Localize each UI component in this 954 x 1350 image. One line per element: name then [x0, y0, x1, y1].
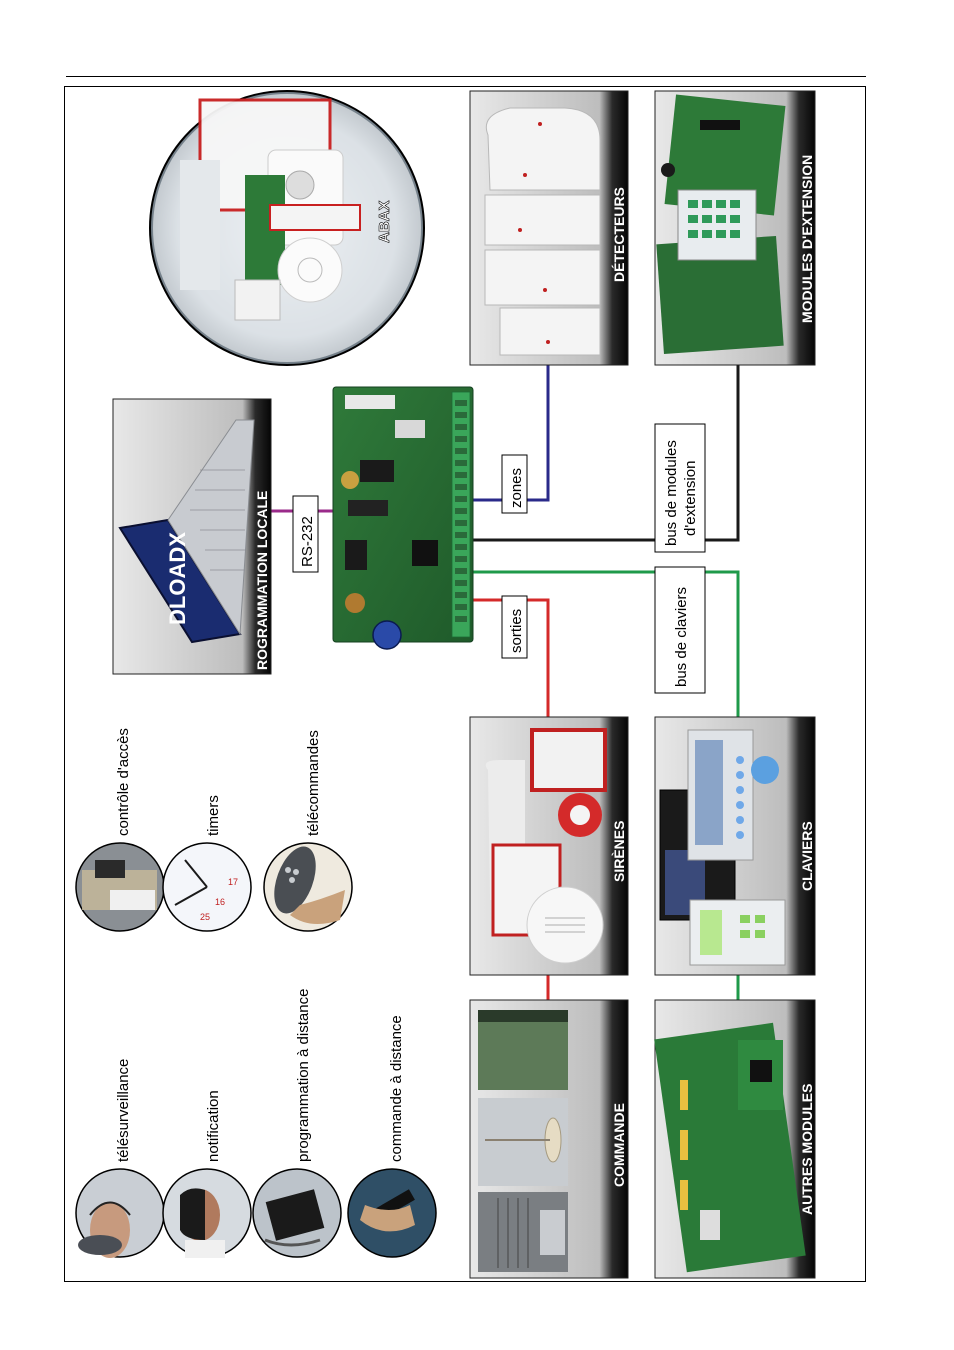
laptop-screen-text: DLOADX [165, 532, 190, 625]
detectors-panel [469, 90, 629, 366]
header-rule [66, 76, 866, 77]
label-rs232: RS-232 [292, 495, 319, 573]
feature-label-telecommandes: télécommandes [305, 730, 322, 836]
panel-label-sirenes: SIRÈNES [611, 821, 627, 882]
label-sorties: sorties [501, 595, 528, 659]
label-bus-claviers: bus de claviers [654, 566, 706, 694]
other-modules-panel [654, 999, 816, 1279]
label-bus-modules-line2: d'extension [682, 461, 699, 536]
label-bus-modules: bus de modules d'extension [654, 423, 706, 553]
feature-circle-notification [162, 1168, 252, 1258]
keypad-bus-line [472, 570, 740, 718]
svg-text:16: 16 [215, 897, 225, 907]
abax-label: ABAX [376, 200, 393, 243]
feature-label-notification: notification [205, 1090, 222, 1162]
sirens-panel [469, 716, 629, 976]
zones-line [472, 365, 550, 502]
feature-label-controle-acces: contrôle d'accès [115, 728, 132, 836]
feature-circle-telesurveillance [75, 1168, 165, 1258]
panel-label-commande: COMMANDE [611, 1103, 627, 1187]
panel-label-autres-modules: AUTRES MODULES [799, 1084, 815, 1215]
local-programming-panel: DLOADX [112, 398, 272, 675]
diagram-frame [64, 86, 866, 1282]
svg-text:17: 17 [228, 877, 238, 887]
label-zones-text: zones [508, 468, 525, 508]
label-sorties-text: sorties [508, 609, 525, 653]
feature-circle-remote-control [347, 1168, 437, 1258]
svg-text:25: 25 [200, 912, 210, 922]
label-rs232-text: RS-232 [299, 516, 316, 567]
panel-label-programmation-locale: ROGRAMMATION LOCALE [254, 491, 270, 670]
feature-label-commande-distance: commande à distance [388, 1015, 405, 1162]
feature-label-timers: timers [205, 795, 222, 836]
modules-bus-line [472, 365, 740, 542]
panel-label-detecteurs: DÉTECTEURS [611, 187, 627, 282]
expansion-modules-panel [654, 90, 816, 366]
feature-circle-access [75, 842, 165, 932]
label-zones: zones [501, 454, 528, 514]
panel-label-claviers: CLAVIERS [799, 821, 815, 891]
abax-circle: ABAX [149, 90, 425, 366]
keypads-panel [654, 716, 816, 976]
label-bus-claviers-text: bus de claviers [673, 587, 690, 687]
commande-panel [469, 999, 629, 1279]
feature-label-programmation-distance: programmation à distance [295, 989, 312, 1162]
feature-circle-remote-programming [252, 1168, 342, 1258]
feature-circle-remotes [263, 842, 353, 932]
outputs-line [472, 598, 550, 718]
control-panel-board [332, 386, 474, 650]
panel-label-modules-extension: MODULES D'EXTENSION [799, 155, 815, 323]
label-bus-modules-line1: bus de modules [663, 440, 680, 546]
feature-label-telesurveillance: télésurveillance [115, 1059, 132, 1162]
